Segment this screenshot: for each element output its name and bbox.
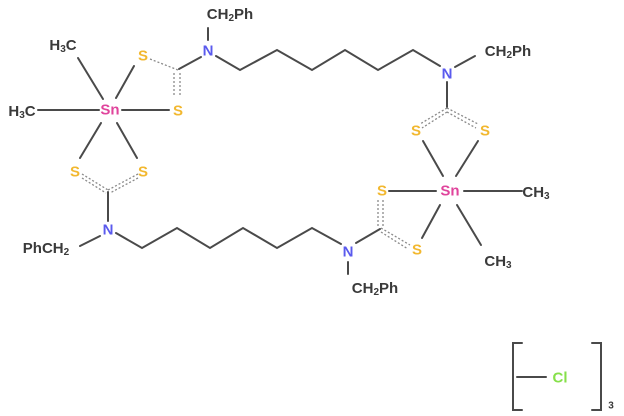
tin-atom-right: Sn — [440, 183, 459, 200]
sulfur-atom: S — [138, 164, 148, 181]
sulfur-atom: S — [480, 123, 490, 140]
counter-ion-multiplier: 3 — [608, 401, 614, 412]
benzyl-group: CH2Ph — [485, 43, 531, 61]
tin-atom-left: Sn — [100, 102, 119, 119]
nitrogen-atom: N — [203, 43, 214, 60]
benzyl-group: CH2Ph — [352, 280, 398, 298]
sulfur-atom: S — [138, 48, 148, 65]
sulfur-atom: S — [411, 123, 421, 140]
nitrogen-atom: N — [343, 244, 354, 261]
sulfur-atom: S — [412, 242, 422, 259]
chlorine-atom: Cl — [553, 370, 568, 387]
methyl-group: CH3 — [484, 253, 512, 271]
sulfur-atom: S — [173, 103, 183, 120]
methyl-group: CH3 — [522, 184, 550, 202]
benzyl-group: PhCH2 — [23, 240, 70, 258]
atom-labels: Sn Sn S S S S S S S S N N N N CH2Ph CH2P… — [8, 6, 614, 412]
sulfur-atom: S — [70, 164, 80, 181]
nitrogen-atom: N — [103, 222, 114, 239]
methyl-group: H3C — [8, 103, 35, 121]
benzyl-group: CH2Ph — [207, 6, 253, 24]
bonds — [37, 27, 602, 411]
sulfur-atom: S — [377, 183, 387, 200]
nitrogen-atom: N — [442, 66, 453, 83]
methyl-group: H3C — [49, 37, 76, 55]
